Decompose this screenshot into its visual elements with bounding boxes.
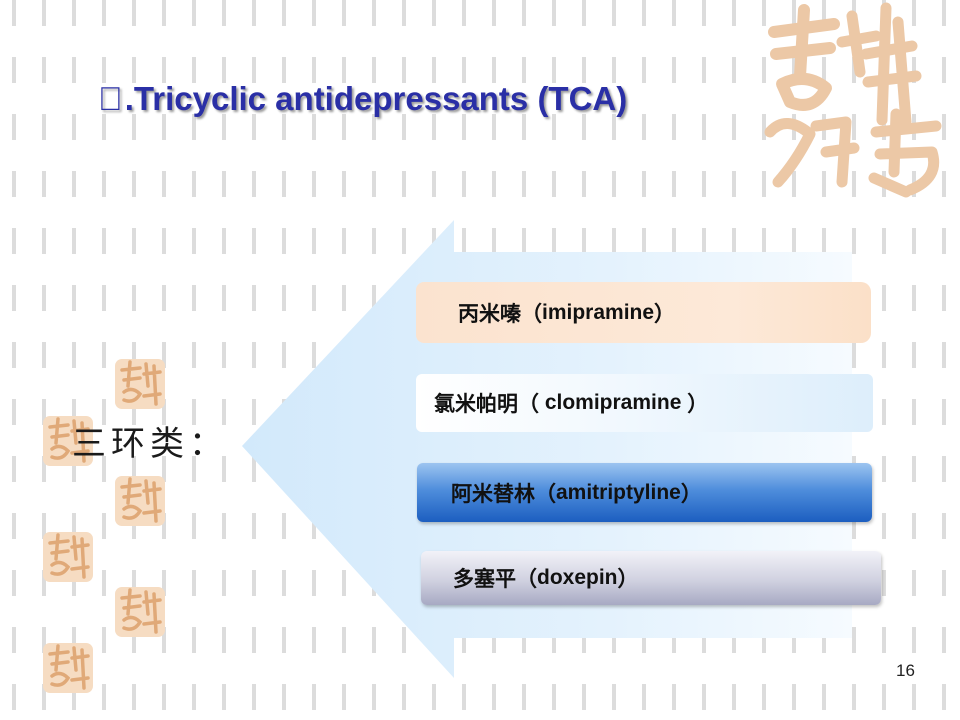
drug-en-name: clomipramine (539, 391, 687, 415)
title-text: .Tricyclic antidepressants (TCA) (125, 80, 628, 117)
drug-cn-name: 多塞平（ (453, 563, 537, 593)
drug-cn-name: 丙米嗪（ (458, 298, 542, 328)
auspicious-seal-icon (112, 473, 168, 529)
drug-en-name: amitriptyline (556, 481, 681, 505)
page-number: 16 (896, 661, 915, 681)
drug-close-paren: ） (681, 478, 702, 508)
drug-item-clomipramine: 氯米帕明（ clomipramine ） (416, 374, 873, 432)
drug-item-imipramine: 丙米嗪（imipramine） (416, 282, 871, 343)
drug-en-name: imipramine (542, 301, 654, 325)
auspicious-seal-icon (40, 640, 96, 696)
category-label: 三环类： (72, 416, 228, 465)
title-section-marker:  (98, 80, 123, 118)
drug-close-paren: ） (618, 563, 639, 593)
drug-close-paren: ） (654, 298, 675, 328)
auspicious-seal-icon (40, 529, 96, 585)
calligraphy-watermark-icon (756, 2, 960, 202)
slide-title: .Tricyclic antidepressants (TCA) (98, 80, 627, 118)
auspicious-seal-icon (112, 356, 168, 412)
drug-cn-name: 氯米帕明（ (434, 388, 539, 418)
drug-item-doxepin: 多塞平（doxepin） (421, 551, 881, 605)
drug-close-paren: ） (687, 388, 708, 418)
auspicious-seal-icon (112, 584, 168, 640)
drug-cn-name: 阿米替林（ (451, 478, 556, 508)
drug-item-amitriptyline: 阿米替林（amitriptyline） (417, 463, 872, 522)
drug-en-name: doxepin (537, 566, 618, 590)
